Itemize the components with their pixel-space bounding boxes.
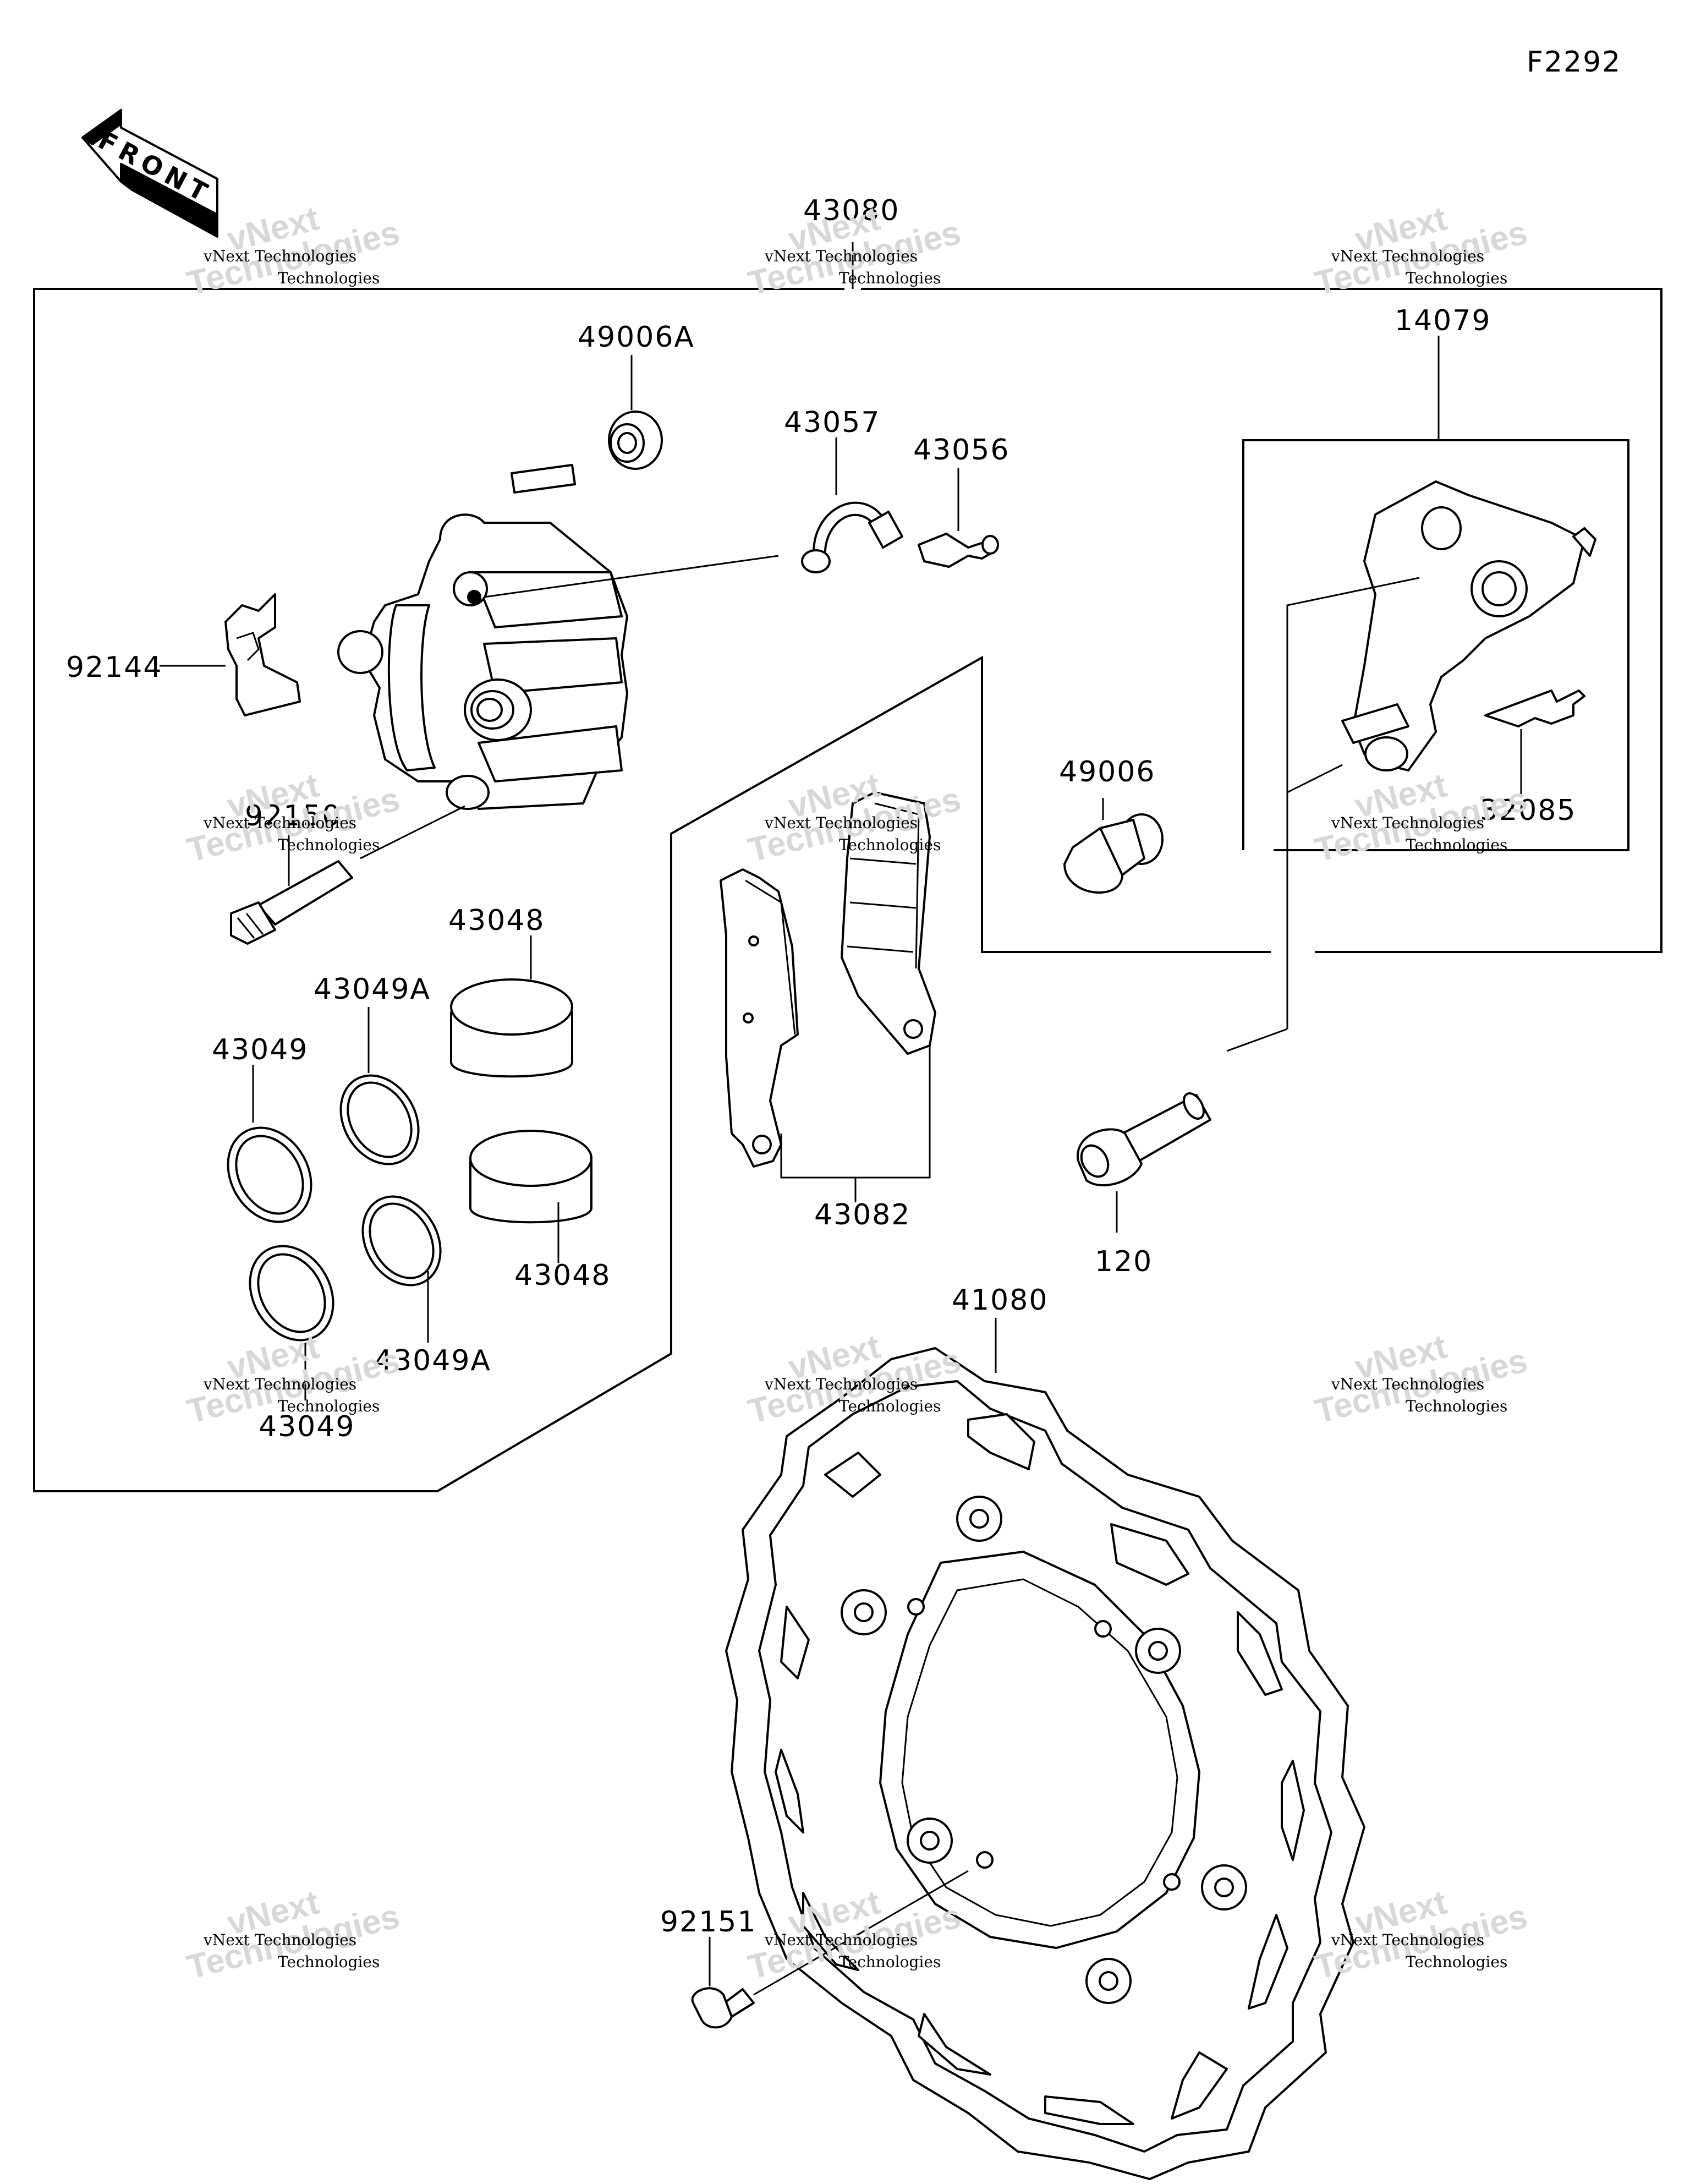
caliper-assembly-frame xyxy=(33,242,1662,1492)
piston-seal-43049a-bottom-icon xyxy=(361,1195,442,1287)
label-49006a: 49006A xyxy=(578,321,695,354)
piston-43048-bottom-icon xyxy=(469,1130,592,1224)
watermark-small: Technologies xyxy=(839,1953,941,1971)
label-92150: 92150 xyxy=(245,800,341,833)
dust-seal-43049-top-icon xyxy=(227,1126,312,1223)
watermark-small: vNext Technologies xyxy=(764,814,918,832)
label-43048-top: 43048 xyxy=(448,904,545,937)
label-49006: 49006 xyxy=(1059,756,1155,789)
watermark-small: Technologies xyxy=(1406,269,1507,287)
watermark-small: vNext Technologies xyxy=(203,1375,356,1393)
brake-pad-left-icon xyxy=(720,868,799,1168)
label-92151: 92151 xyxy=(660,1906,756,1939)
piston-43048-top-icon xyxy=(450,978,573,1078)
watermark-small: vNext Technologies xyxy=(1331,247,1484,265)
label-43056: 43056 xyxy=(913,434,1009,467)
bracket-frame xyxy=(1242,336,1629,851)
bolt-120-icon xyxy=(1077,1092,1211,1186)
label-43049a-top: 43049A xyxy=(314,973,431,1006)
label-32085: 32085 xyxy=(1480,794,1576,827)
label-43048-bottom: 43048 xyxy=(514,1259,611,1292)
pad-spring-92144-icon xyxy=(224,593,301,716)
watermark-small: Technologies xyxy=(839,1397,941,1415)
label-43049-top: 43049 xyxy=(212,1033,308,1066)
brake-caliper-icon xyxy=(337,464,628,810)
watermark-small: vNext Technologies xyxy=(1331,1375,1484,1393)
piston-seal-43049a-top-icon xyxy=(339,1074,420,1165)
brake-disc-41080-icon xyxy=(725,1347,1365,2180)
label-43049a-bottom: 43049A xyxy=(374,1344,491,1377)
watermark-small: Technologies xyxy=(1406,836,1507,854)
label-43049-bottom: 43049 xyxy=(259,1410,355,1443)
label-41080: 41080 xyxy=(952,1284,1048,1317)
label-120: 120 xyxy=(1095,1245,1153,1278)
disc-bolt-92151-icon xyxy=(691,1987,755,2029)
watermark-small: Technologies xyxy=(839,836,941,854)
watermark-small: Technologies xyxy=(839,269,941,287)
watermark-small: vNext Technologies xyxy=(203,814,356,832)
watermark-small: Technologies xyxy=(278,1397,380,1415)
boot-49006-icon xyxy=(1063,813,1164,894)
watermark-small: vNext Technologies xyxy=(1331,814,1484,832)
clip-43057-icon xyxy=(801,501,903,573)
figure-code: F2292 xyxy=(1527,46,1621,79)
watermark-small: Technologies xyxy=(278,836,380,854)
watermark-small: Technologies xyxy=(278,1953,380,1971)
watermark-small: vNext Technologies xyxy=(203,1931,356,1949)
label-43057: 43057 xyxy=(784,406,880,439)
watermark-small: vNext Technologies xyxy=(764,1931,918,1949)
label-43080: 43080 xyxy=(803,194,899,227)
caliper-pin-92150-icon xyxy=(230,860,353,945)
label-92144: 92144 xyxy=(66,651,162,684)
watermark-small: vNext Technologies xyxy=(764,1375,918,1393)
watermark-small: Technologies xyxy=(1406,1953,1507,1971)
caliper-bracket-14079-icon xyxy=(1341,480,1596,771)
label-14079: 14079 xyxy=(1395,304,1491,337)
watermark-small: Technologies xyxy=(1406,1397,1507,1415)
bleeder-valve-43056-icon xyxy=(918,533,999,568)
watermark-small: vNext Technologies xyxy=(203,247,356,265)
watermark-small: Technologies xyxy=(278,269,380,287)
dust-seal-43049-bottom-icon xyxy=(249,1245,334,1342)
seal-49006a-icon xyxy=(608,410,663,470)
watermark-small: vNext Technologies xyxy=(764,247,918,265)
front-direction-arrow-icon: FRONT xyxy=(81,109,218,238)
label-43082: 43082 xyxy=(814,1198,910,1231)
watermark-small: vNext Technologies xyxy=(1331,1931,1484,1949)
pad-plate-32085-icon xyxy=(1484,689,1585,727)
